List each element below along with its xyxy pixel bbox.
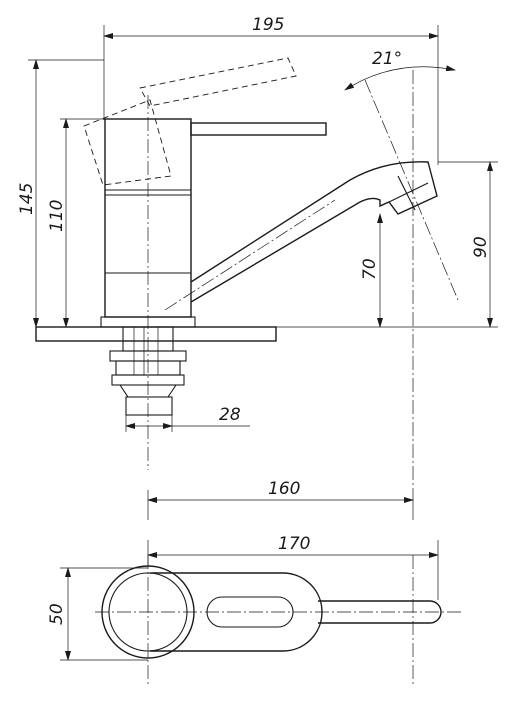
dim-spout-outlet-height: 70 <box>360 258 380 280</box>
dim-overall-height: 145 <box>17 183 37 215</box>
plan-view: 160 170 50 <box>47 479 462 685</box>
dim-spout-tip-height: 90 <box>471 236 491 258</box>
counter-plate <box>35 326 277 342</box>
lever-slot <box>206 596 294 628</box>
spout-plan <box>318 600 442 624</box>
dim-centers-distance: 160 <box>268 479 300 499</box>
side-elevation-view: 195 21° 145 110 70 90 28 <box>17 15 498 490</box>
dim-body-height: 110 <box>47 200 67 232</box>
dim-shank-diameter: 28 <box>219 405 241 425</box>
spout <box>190 161 438 303</box>
dim-plan-width: 50 <box>47 603 67 625</box>
lever-raised-position <box>83 57 297 186</box>
dim-overall-width: 195 <box>252 15 284 35</box>
dim-spout-angle: 21° <box>372 49 402 69</box>
dim-plan-length: 170 <box>278 534 310 554</box>
lever-handle <box>190 122 327 136</box>
